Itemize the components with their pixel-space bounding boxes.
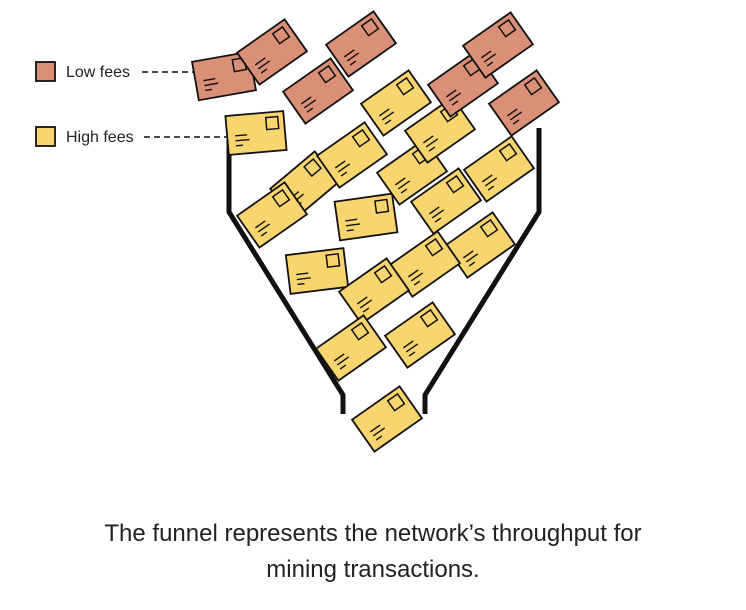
envelope-icon-high-fees bbox=[335, 194, 398, 241]
envelope-icon-high-fees bbox=[286, 248, 348, 294]
envelope-address-line bbox=[236, 145, 243, 146]
legend-swatch-high-fees bbox=[36, 127, 55, 146]
envelope-body bbox=[489, 70, 559, 135]
envelope-body bbox=[385, 302, 455, 367]
envelope-body bbox=[352, 386, 422, 451]
envelope-icon-low-fees bbox=[489, 70, 559, 135]
caption: The funnel represents the network’s thro… bbox=[0, 516, 746, 588]
envelopes bbox=[192, 11, 559, 451]
caption-line-1: The funnel represents the network’s thro… bbox=[0, 516, 746, 552]
envelope-icon-high-fees bbox=[352, 386, 422, 451]
legend-label-low-fees: Low fees bbox=[66, 64, 130, 81]
envelope-address-line bbox=[347, 230, 354, 231]
envelope-body bbox=[335, 194, 398, 241]
legend-label-high-fees: High fees bbox=[66, 129, 134, 146]
legend-item-high-fees: High fees bbox=[36, 127, 246, 146]
caption-line-2: mining transactions. bbox=[0, 552, 746, 588]
envelope-icon-high-fees bbox=[385, 302, 455, 367]
envelope-icon-high-fees bbox=[225, 111, 286, 155]
legend-swatch-low-fees bbox=[36, 62, 55, 81]
envelope-address-line bbox=[297, 284, 304, 285]
